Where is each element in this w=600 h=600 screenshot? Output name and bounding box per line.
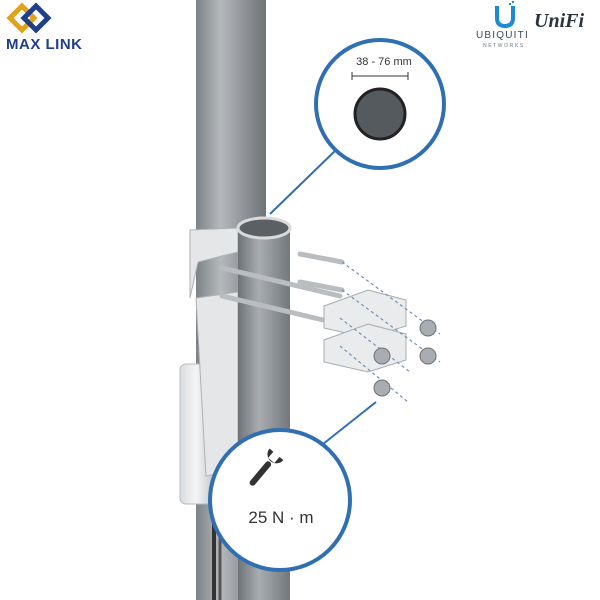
nut — [373, 379, 391, 397]
ubiquiti-brand-text: UBIQUITI — [476, 30, 529, 41]
nut — [419, 347, 437, 365]
wrench-icon — [249, 448, 284, 486]
maxlink-brand-text: MAX LINK — [6, 36, 83, 53]
nut — [373, 347, 391, 365]
callout-leader — [317, 401, 377, 449]
maxlink-logo-icon — [6, 2, 52, 34]
torque-callout — [208, 428, 352, 572]
nut — [419, 319, 437, 337]
pole-diameter-label: 38 - 76 mm — [356, 56, 412, 68]
mount-bracket-top — [189, 227, 239, 299]
assembly-guide — [339, 261, 441, 403]
callout-leader — [269, 147, 339, 215]
unifi-brand-text: UniFi — [534, 10, 585, 32]
diameter-callout — [314, 38, 446, 170]
ubiquiti-logo-icon — [495, 1, 515, 29]
torque-label: 25 N · m — [248, 508, 314, 527]
u-bolt — [219, 251, 345, 327]
flange-nuts — [373, 319, 437, 397]
ubiquiti-brand-subtext: NETWORKS — [483, 43, 525, 49]
pole-top-opening — [236, 216, 292, 240]
